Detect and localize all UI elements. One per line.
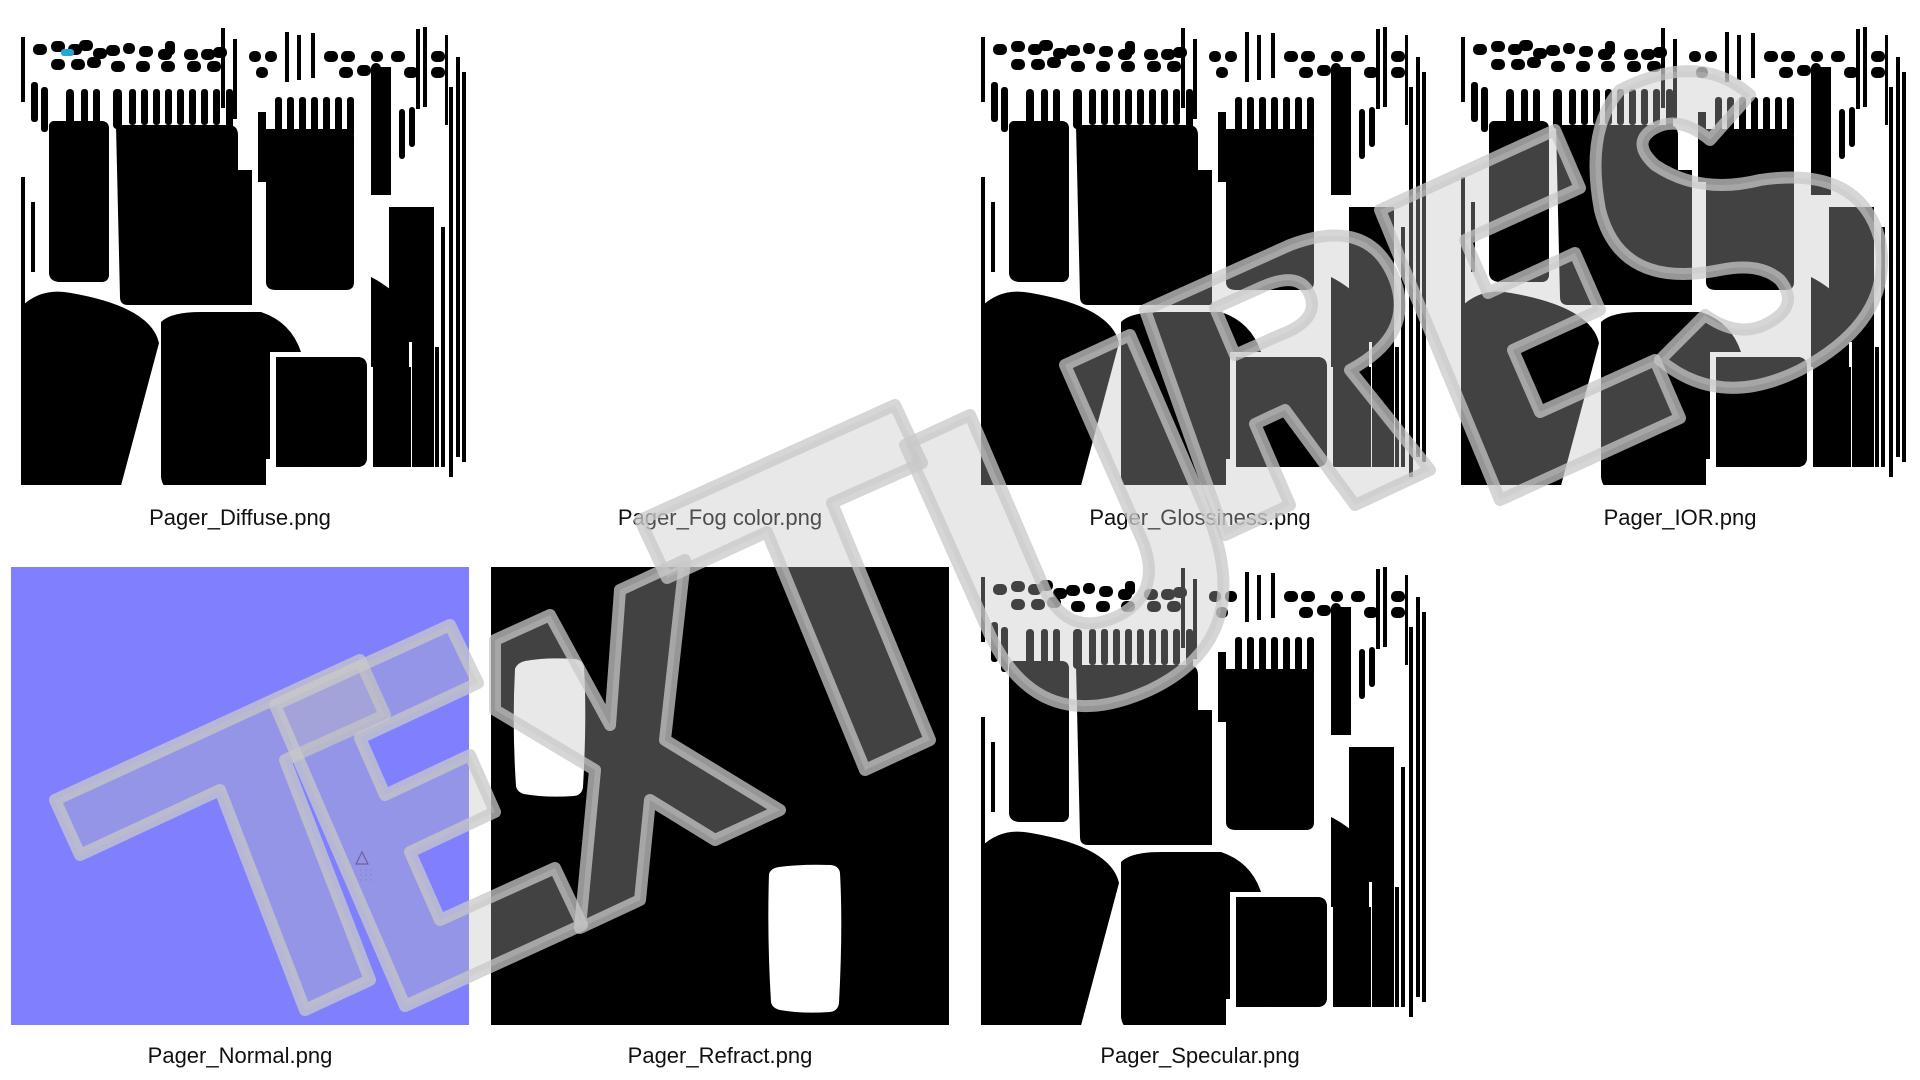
texture-filename: Pager_Diffuse.png [149, 505, 331, 530]
texture-thumbnail-diffuse[interactable]: .d .keys,.d .strips,.d .arcs,.d .big{fil… [11, 27, 469, 485]
refract-mask-bottom [768, 864, 842, 1013]
normal-detail-mark [355, 850, 369, 865]
texture-filename: Pager_Glossiness.png [1089, 505, 1311, 530]
texture-thumbnail-fog-color[interactable] [491, 27, 949, 485]
texture-filename: Pager_Refract.png [627, 1043, 813, 1068]
texture-thumbnail-glossiness[interactable]: .g .keys,.g .strips,.g .arcs,.g .big,.g … [971, 27, 1429, 485]
texture-filename: Pager_IOR.png [1603, 505, 1757, 530]
texture-filename: Pager_Specular.png [1100, 1043, 1300, 1068]
texture-thumbnail-specular[interactable]: .s .keys{fill:#b2b2b2} .s .strips,.s .ar… [971, 567, 1429, 1025]
texture-thumbnail-normal[interactable] [11, 567, 469, 1025]
texture-filename: Pager_Fog color.png [617, 505, 823, 530]
highlighted-key [61, 49, 74, 56]
texture-filename: Pager_Normal.png [147, 1043, 333, 1068]
texture-thumbnail-refract[interactable] [491, 567, 949, 1025]
refract-mask-top [513, 658, 586, 797]
texture-thumbnail-ior[interactable]: .i .keys,.i .strips,.i .arcs,.i .big,.i … [1451, 27, 1909, 485]
